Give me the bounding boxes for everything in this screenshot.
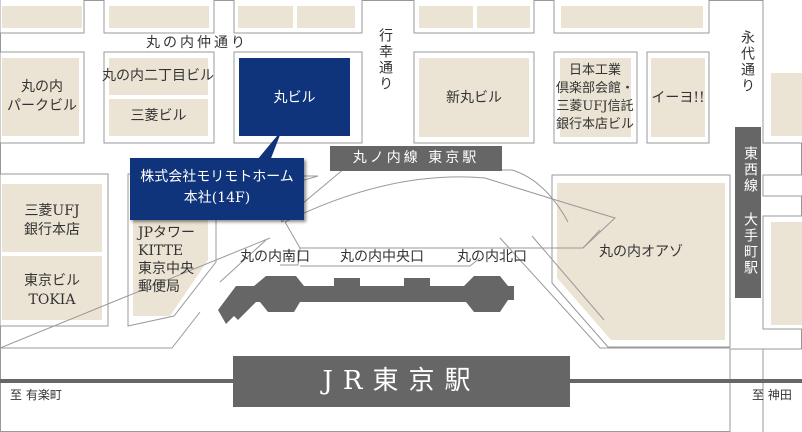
- jr-platform-shape: [218, 276, 514, 324]
- callout-pointer: [252, 130, 282, 166]
- exit-marunouchi-north: 丸の内北口: [457, 249, 527, 265]
- station-jr-tokyo[interactable]: JR東京駅: [322, 366, 481, 396]
- building-mitsubishi: 三菱ビル: [130, 108, 187, 124]
- callout-text: 株式会社モリモトホーム 本社(14F): [130, 167, 304, 209]
- maru-building-block: [239, 58, 350, 136]
- building-kitte: JPタワー KITTE 東京中央 郵便局: [138, 225, 196, 295]
- street-marunouchi-naka-dori: 丸の内仲通り: [146, 35, 248, 51]
- building-nihon-kogyo: 日本工業 倶楽部会館・ 三菱UFJ信託 銀行本店ビル: [555, 63, 634, 132]
- building-mufg-honten: 三菱UFJ 銀行本店: [24, 203, 80, 238]
- callout-office: 本社(14F): [183, 190, 251, 206]
- building-iiyo: イーヨ!!: [651, 90, 705, 106]
- street-gyoko-dori: 行幸通り: [377, 28, 393, 92]
- company-callout[interactable]: 株式会社モリモトホーム 本社(14F): [130, 158, 304, 220]
- building-oazo: 丸の内オアゾ: [599, 244, 683, 260]
- station-marunouchi-line[interactable]: 丸ノ内線 東京駅: [352, 150, 480, 166]
- exit-marunouchi-south: 丸の内南口: [240, 249, 310, 265]
- building-marunouchi-2chome: 丸の内二丁目ビル: [102, 68, 214, 84]
- direction-kanda: 至 神田: [752, 388, 792, 402]
- callout-company: 株式会社モリモトホーム: [140, 169, 294, 185]
- building-marunouchi-park: 丸の内 パークビル: [7, 79, 77, 114]
- station-tozai-line[interactable]: 東西線 大手町駅: [742, 146, 758, 276]
- exit-marunouchi-central: 丸の内中央口: [340, 249, 424, 265]
- building-tokia: 東京ビル TOKIA: [24, 273, 80, 308]
- building-maru-building[interactable]: 丸ビル: [273, 90, 316, 106]
- street-eitai-dori: 永代通り: [739, 30, 755, 94]
- building-shin-maru: 新丸ビル: [446, 90, 502, 106]
- direction-yurakucho: 至 有楽町: [10, 388, 62, 402]
